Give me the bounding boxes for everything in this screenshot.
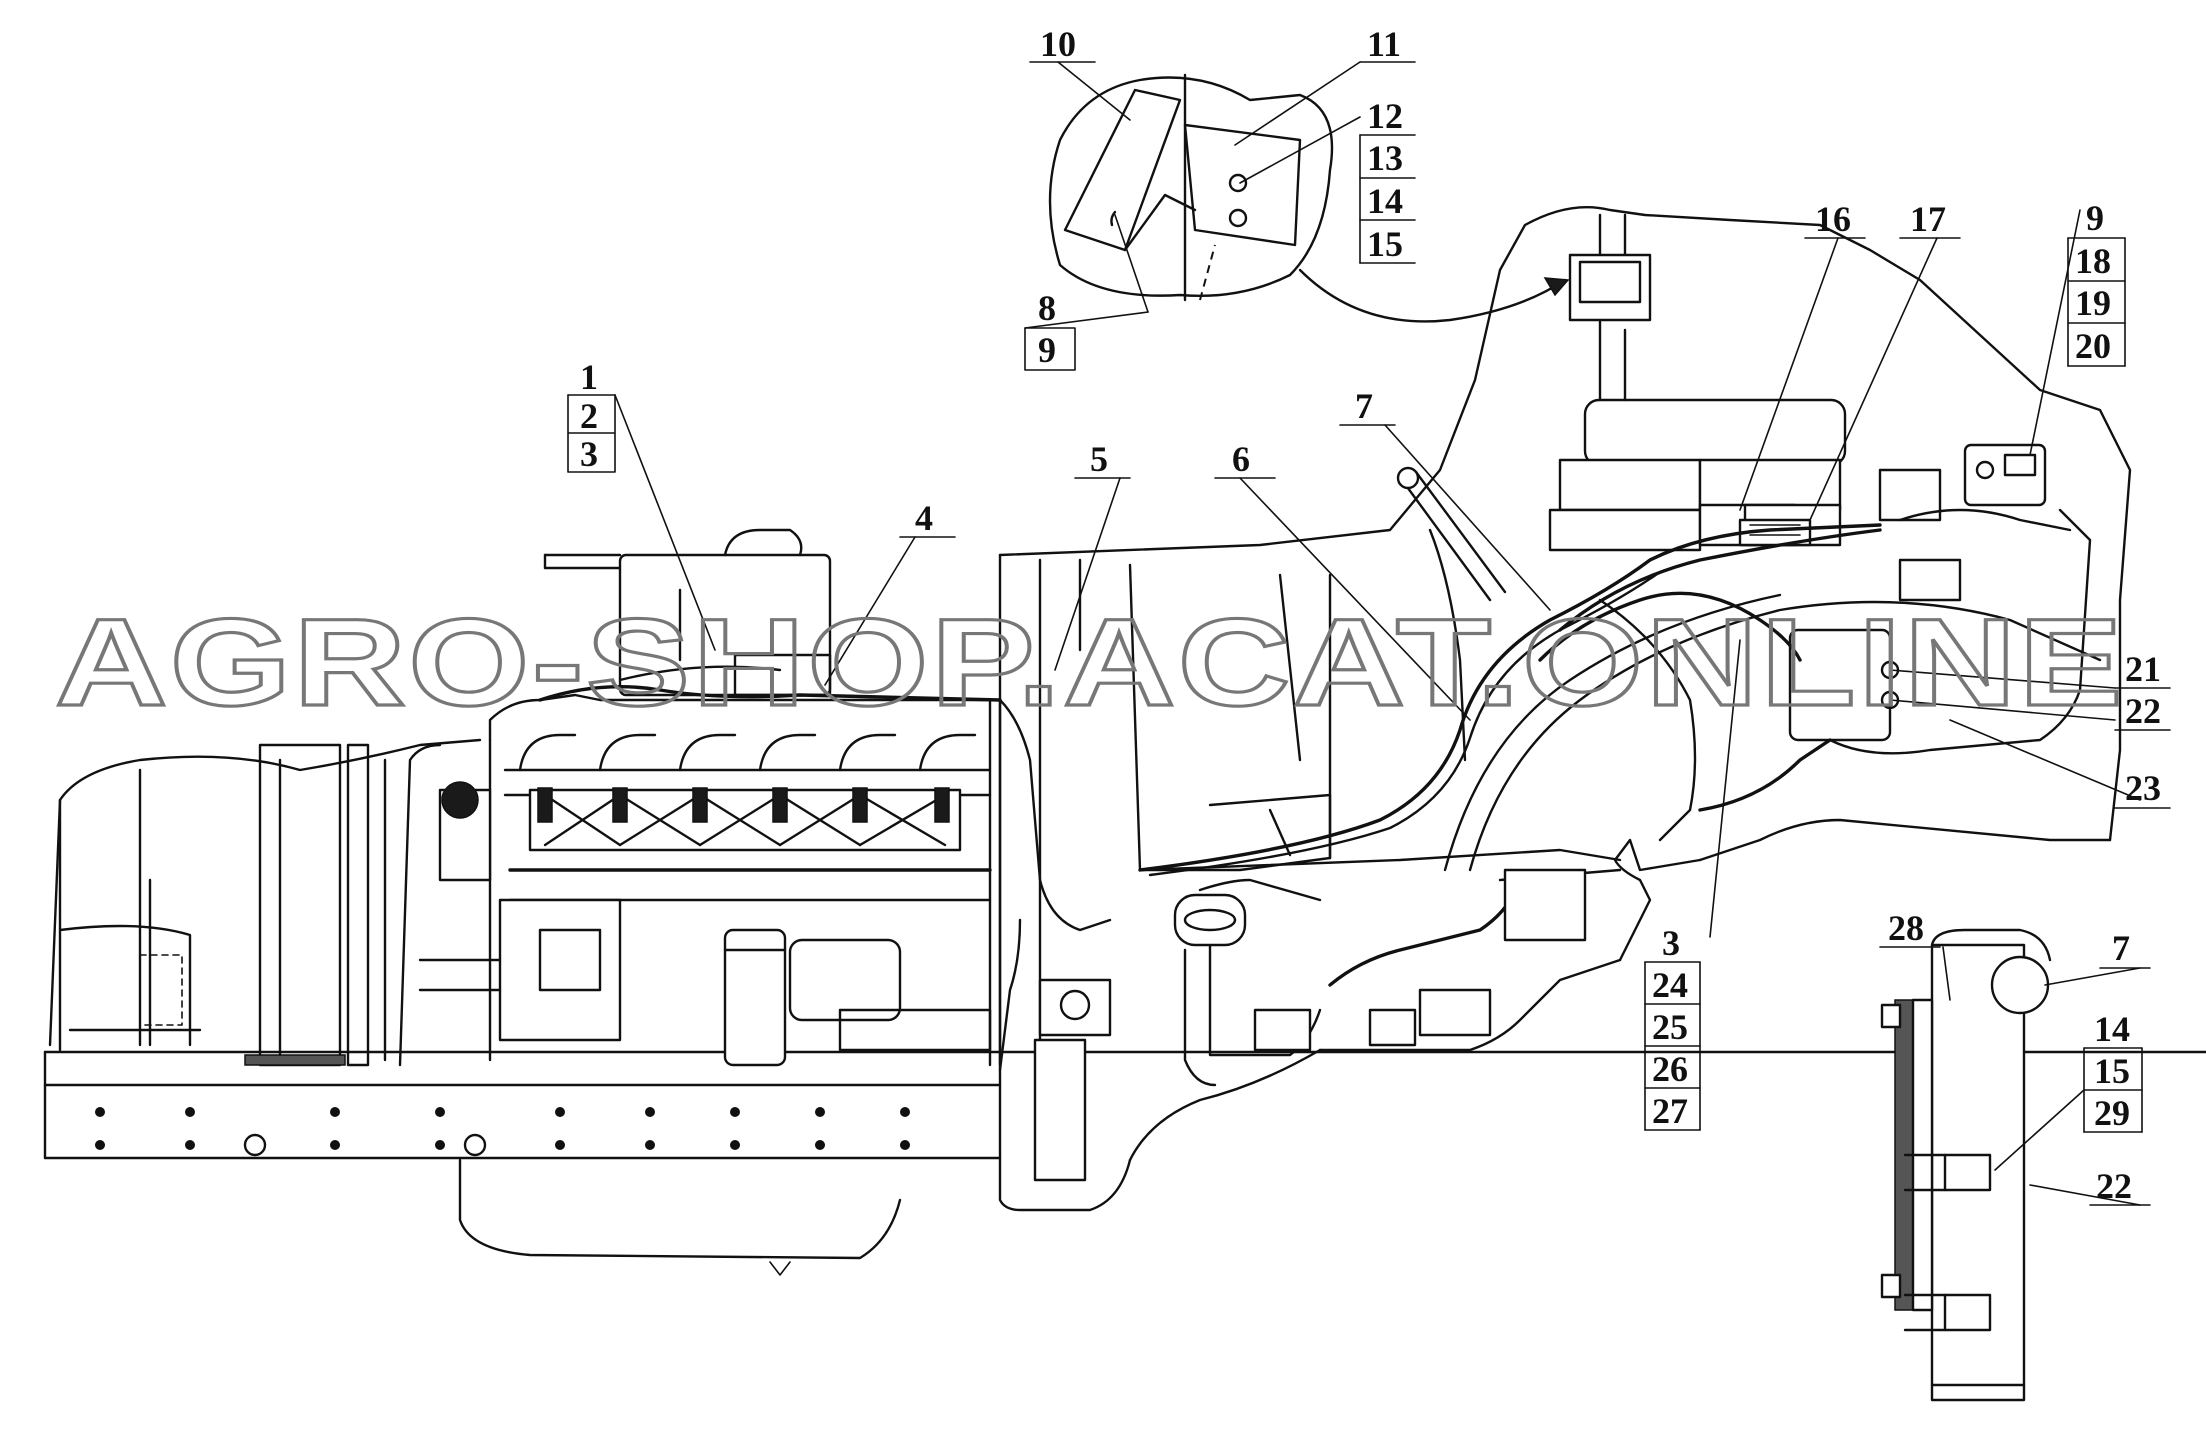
callout-15-inset: 15 [1367,224,1403,264]
engine-block [418,528,1002,1067]
callout-stack-9-20: 9 18 19 20 [2067,198,2126,367]
callout-10: 10 [1040,24,1076,64]
callout-stack-1-3: 1 2 3 [567,357,616,474]
callout-27: 27 [1652,1091,1688,1131]
callout-8: 8 [1038,288,1056,328]
callout-9-inset: 9 [1038,330,1056,370]
inset-detail-top [1048,73,1570,323]
callout-1: 1 [580,357,598,397]
fuel-injectors [528,787,962,852]
radiator-assembly [48,738,482,1067]
callout-stack-12-15: 12 13 14 15 [1359,96,1416,264]
callout-11-group: 11 [1359,24,1416,64]
callout-5-group: 5 [1074,439,1131,479]
callout-11: 11 [1367,24,1401,64]
callout-17: 17 [1910,199,1946,239]
callout-5: 5 [1090,439,1108,479]
callout-28-group: 28 [1879,908,1941,948]
callout-4: 4 [915,498,933,538]
callout-19: 19 [2075,283,2111,323]
callout-9-panel: 9 [2086,198,2104,238]
callout-23: 23 [2125,768,2161,808]
callout-stack-14-29: 14 15 29 [2083,1009,2143,1133]
callout-6: 6 [1232,439,1250,479]
callout-25: 25 [1652,1007,1688,1047]
chassis-frame [43,1050,2206,1276]
callout-stack-8-9: 8 9 [1024,288,1149,371]
callout-13: 13 [1367,138,1403,178]
callout-16-group: 16 [1804,199,1866,239]
callout-21: 21 [2125,649,2161,689]
callout-18: 18 [2075,241,2111,281]
callout-3: 3 [580,434,598,474]
callout-6-group: 6 [1214,439,1276,479]
callout-21-22-group: 21 22 [2114,649,2171,731]
wire-harness [538,508,2092,1182]
callout-7b-group: 7 [2099,928,2151,969]
leader-lines [614,61,2141,1206]
callout-26: 26 [1652,1049,1688,1089]
watermark-text: AGRO-SHOP.ACAT.ONLINE [55,594,2125,732]
callout-22b-group: 22 [2089,1166,2151,1206]
callout-22-relay: 22 [2125,691,2161,731]
callout-29: 29 [2094,1093,2130,1133]
callout-stack-3-27: 3 24 25 26 27 [1644,923,1701,1131]
callout-4-group: 4 [899,498,956,538]
callout-labels: 1 2 3 4 5 6 7 8 9 10 [567,24,2171,1206]
callout-15-bracket: 15 [2094,1051,2130,1091]
callout-2: 2 [580,396,598,436]
intake-manifold [503,733,992,797]
callout-20: 20 [2075,326,2111,366]
callout-7-lever: 7 [1355,386,1373,426]
bracket-detail [1880,928,2052,1402]
callout-3-cab: 3 [1662,923,1680,963]
callout-28: 28 [1888,908,1924,948]
callout-23-group: 23 [2114,768,2171,809]
callout-14-inset: 14 [1367,181,1403,221]
callout-7-bracket: 7 [2112,928,2130,968]
callout-7a-group: 7 [1339,386,1396,426]
callout-17-group: 17 [1899,199,1961,239]
cab-outline [998,205,2132,1212]
frame-holes [95,1107,910,1157]
callout-24: 24 [1652,965,1688,1005]
callout-22-bracket: 22 [2096,1166,2132,1206]
callout-10-group: 10 [1029,24,1096,64]
callout-14-bracket: 14 [2094,1009,2130,1049]
callout-16: 16 [1815,199,1851,239]
callout-12: 12 [1367,96,1403,136]
